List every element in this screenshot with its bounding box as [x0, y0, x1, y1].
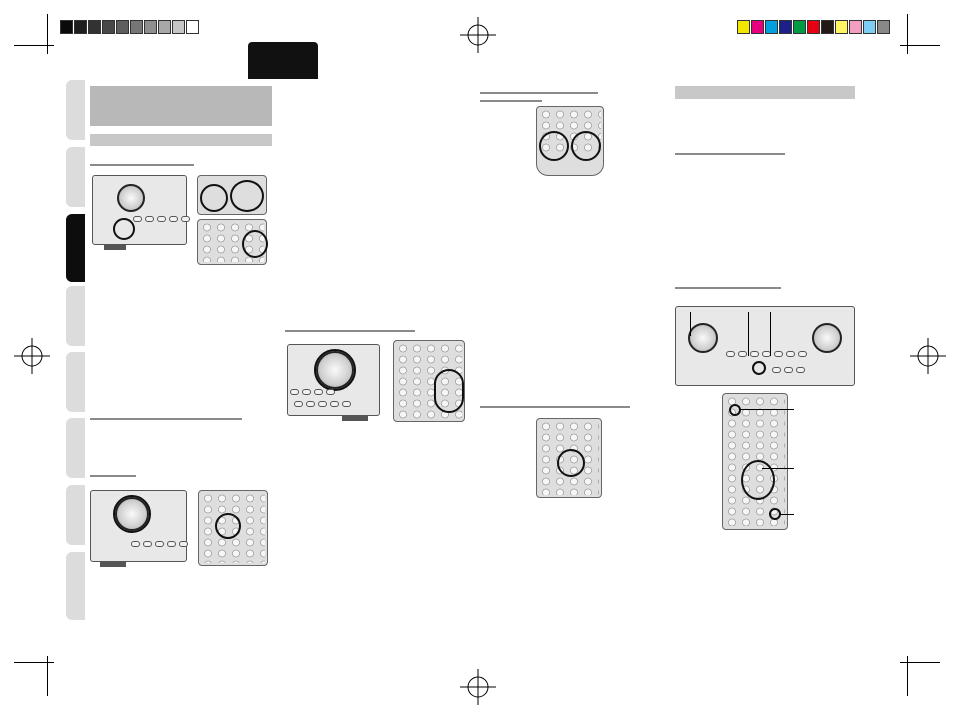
- highlight-circle-icon: [741, 460, 775, 500]
- section-title-bar: [90, 86, 272, 126]
- heading-rule: [90, 475, 136, 477]
- remote-control-icon: [722, 393, 788, 530]
- subsection-bar: [90, 134, 272, 146]
- grayscale-swatch: [102, 20, 115, 34]
- color-swatch: [807, 20, 820, 34]
- highlight-circle-icon: [314, 349, 356, 391]
- color-swatch: [737, 20, 750, 34]
- chapter-tab-7[interactable]: [66, 485, 85, 545]
- receiver-front-panel-icon: [92, 175, 190, 245]
- registration-mark-icon: [14, 338, 50, 374]
- heading-rule: [675, 153, 785, 155]
- highlight-circle-icon: [242, 230, 268, 258]
- registration-mark-icon: [460, 669, 496, 705]
- chapter-tab-6[interactable]: [66, 418, 85, 478]
- highlight-circle-icon: [729, 404, 741, 416]
- grayscale-swatch: [116, 20, 129, 34]
- registration-mark-icon: [910, 338, 946, 374]
- grayscale-swatch: [74, 20, 87, 34]
- highlight-circle-icon: [230, 180, 264, 212]
- heading-rule: [480, 92, 598, 94]
- grayscale-swatch: [158, 20, 171, 34]
- highlight-circle-icon: [539, 131, 569, 161]
- chapter-tab-2[interactable]: [66, 147, 85, 207]
- grayscale-swatch: [144, 20, 157, 34]
- highlight-circle-icon: [557, 449, 585, 477]
- grayscale-swatch: [172, 20, 185, 34]
- registration-mark-icon: [460, 17, 496, 53]
- grayscale-swatch: [130, 20, 143, 34]
- color-swatch: [835, 20, 848, 34]
- highlight-circle-icon: [434, 369, 464, 413]
- highlight-circle-icon: [113, 218, 135, 240]
- color-swatch: [877, 20, 890, 34]
- highlight-circle-icon: [571, 131, 601, 161]
- volume-knob-icon: [117, 184, 145, 212]
- grayscale-swatch: [60, 20, 73, 34]
- remote-control-icon: [198, 490, 268, 566]
- heading-rule: [90, 418, 242, 420]
- volume-knob-icon: [688, 323, 718, 353]
- color-swatch: [765, 20, 778, 34]
- remote-control-icon: [536, 106, 604, 176]
- color-swatch: [779, 20, 792, 34]
- remote-control-icon: [393, 340, 465, 422]
- heading-rule: [675, 287, 781, 289]
- chapter-tab-5[interactable]: [66, 352, 85, 412]
- grayscale-swatch: [186, 20, 199, 34]
- grayscale-swatch: [88, 20, 101, 34]
- highlight-circle-icon: [200, 184, 228, 212]
- color-swatch: [751, 20, 764, 34]
- color-swatch: [863, 20, 876, 34]
- heading-rule: [90, 164, 194, 166]
- color-swatch: [849, 20, 862, 34]
- highlight-circle-icon: [752, 361, 766, 375]
- remote-control-icon: [536, 418, 602, 498]
- remote-control-icon: [197, 175, 267, 215]
- remote-control-icon: [197, 219, 268, 265]
- color-swatch: [793, 20, 806, 34]
- receiver-front-panel-icon: [675, 306, 855, 386]
- highlight-circle-icon: [113, 495, 151, 533]
- color-swatch: [821, 20, 834, 34]
- receiver-front-panel-icon: [287, 344, 380, 416]
- heading-rule: [285, 330, 415, 332]
- subsection-bar: [675, 86, 855, 99]
- chapter-tab-3-active[interactable]: [66, 214, 85, 282]
- heading-rule: [480, 406, 630, 408]
- chapter-tab-4[interactable]: [66, 286, 85, 346]
- chapter-tab-8[interactable]: [66, 552, 85, 620]
- highlight-circle-icon: [215, 513, 241, 539]
- volume-knob-icon: [812, 323, 842, 353]
- receiver-front-panel-icon: [90, 490, 188, 562]
- chapter-tab-1[interactable]: [66, 80, 85, 140]
- language-badge: [248, 42, 318, 79]
- heading-rule: [480, 100, 542, 102]
